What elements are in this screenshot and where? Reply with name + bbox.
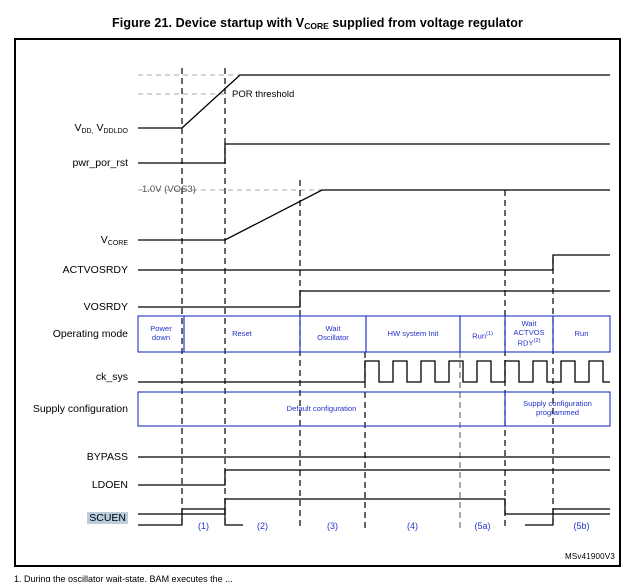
label-actvosrdy: ACTVOSRDY — [62, 264, 128, 276]
figure-frame — [14, 38, 621, 567]
phase-bracket-right — [525, 508, 610, 526]
supply-box-programmed — [504, 391, 611, 427]
phase-label-4: (4) — [407, 521, 418, 531]
phase-label-2: (2) — [257, 521, 268, 531]
annotation-por-threshold: POR threshold — [232, 89, 295, 100]
trace-scuen — [138, 498, 610, 515]
label-pwr-por-rst: pwr_por_rst — [72, 157, 128, 169]
trace-ck-sys — [138, 360, 610, 383]
figure-footnote: 1. During the oscillator wait-state, BAM… — [14, 574, 233, 582]
label-bypass: BYPASS — [86, 451, 128, 463]
figure-title-suffix: supplied from voltage regulator — [328, 16, 523, 30]
annotation-vos3-level: 1.0V (VOS3) — [142, 184, 196, 195]
phase-label-1: (1) — [198, 521, 209, 531]
trace-vcore — [138, 189, 610, 241]
phase-label-3: (3) — [327, 521, 338, 531]
op-box-run-2 — [552, 315, 611, 353]
op-cell-reset: Reset — [232, 329, 252, 338]
label-supply-configuration: Supply configuration — [32, 403, 128, 415]
signal-traces — [138, 74, 610, 515]
op-cell-run-1: Run(1) — [472, 331, 493, 341]
phase-bracket — [138, 508, 610, 526]
phase-bracket-left — [138, 508, 243, 526]
trace-pwr-por-rst — [138, 143, 610, 164]
label-ck-sys: ck_sys — [95, 371, 128, 383]
supply-cell-default: Default configuration — [286, 404, 357, 413]
op-cell-run-2: Run — [574, 329, 589, 338]
trace-ldoen — [138, 469, 610, 486]
dashed-horizontal-lines — [138, 74, 325, 191]
ck-sys-waveform — [138, 360, 610, 383]
label-ldoen: LDOEN — [91, 479, 128, 491]
supply-config-boxes — [137, 391, 611, 427]
dashed-vertical-lines — [181, 68, 554, 528]
trace-vosrdy — [138, 290, 610, 308]
label-vosrdy: VOSRDY — [83, 301, 128, 313]
trace-actvosrdy — [138, 254, 610, 271]
label-operating-mode: Operating mode — [52, 328, 128, 340]
phase-label-5b: (5b) — [573, 521, 590, 531]
figure-title-prefix: Figure 21. Device startup with V — [112, 16, 305, 30]
figure-title-subscript: CORE — [304, 21, 329, 31]
op-cell-hw-system-init: HW system Init — [387, 329, 439, 338]
phase-label-5a: (5a) — [474, 521, 491, 531]
figure-title: Figure 21. Device startup with VCORE sup… — [0, 16, 635, 31]
label-vcore: VCORE — [100, 234, 128, 247]
label-vdd: VDD, VDDLDO — [74, 122, 128, 135]
operating-mode-boxes — [137, 315, 611, 353]
diagram-watermark: MSv41900V3 — [564, 552, 615, 561]
label-scuen: SCUEN — [87, 512, 128, 524]
label-scuen-wrap: SCUEN — [0, 508, 128, 526]
trace-vdd — [138, 74, 610, 129]
